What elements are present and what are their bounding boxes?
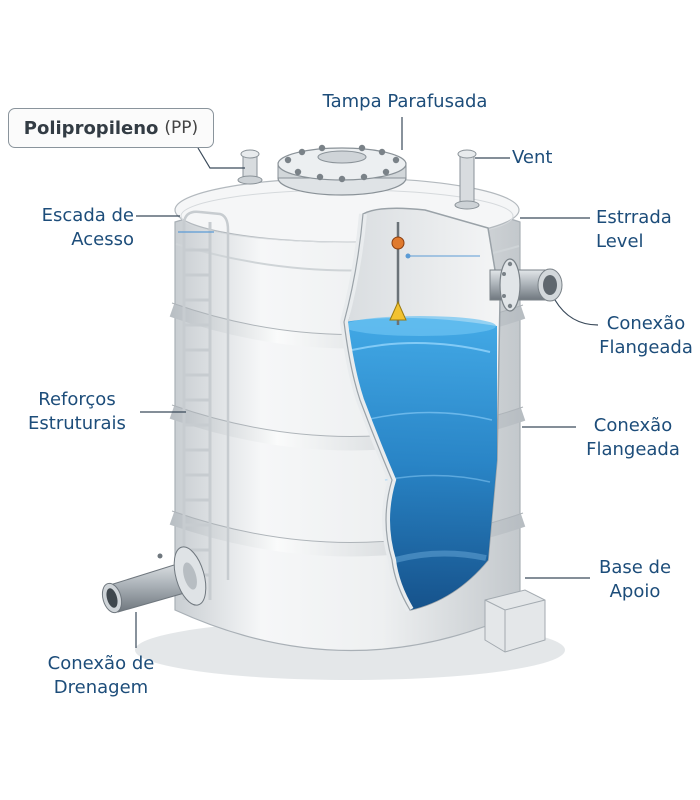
material-badge: Polipropileno (PP)	[8, 108, 214, 148]
support-base	[484, 589, 546, 653]
label-reinforcements: Reforços Estruturais	[28, 389, 126, 434]
label-base: Base de Apoio	[598, 557, 672, 602]
access-ladder	[182, 210, 230, 600]
material-abbr: (PP)	[164, 118, 199, 138]
level-sensor-head	[391, 236, 405, 250]
lid-bolts	[284, 144, 400, 183]
label-ladder: Escada de Acesso	[41, 205, 134, 250]
drain-connection	[101, 546, 207, 614]
flange-connection-right	[489, 258, 563, 312]
label-drain: Conexão de Drenagem	[47, 653, 155, 698]
level-float	[389, 300, 407, 321]
material-name: Polipropileno	[23, 117, 159, 139]
label-vent: Vent	[512, 147, 553, 168]
label-flange-upper: Conexão Flangeada	[599, 313, 693, 358]
leader-lines	[135, 117, 599, 648]
vent-right	[459, 153, 475, 205]
label-flange-mid: Conexão Flangeada	[586, 415, 680, 460]
label-level: Estrrada Level	[596, 207, 672, 252]
label-lid: Tampa Parafusada	[322, 91, 488, 112]
water	[344, 317, 497, 610]
